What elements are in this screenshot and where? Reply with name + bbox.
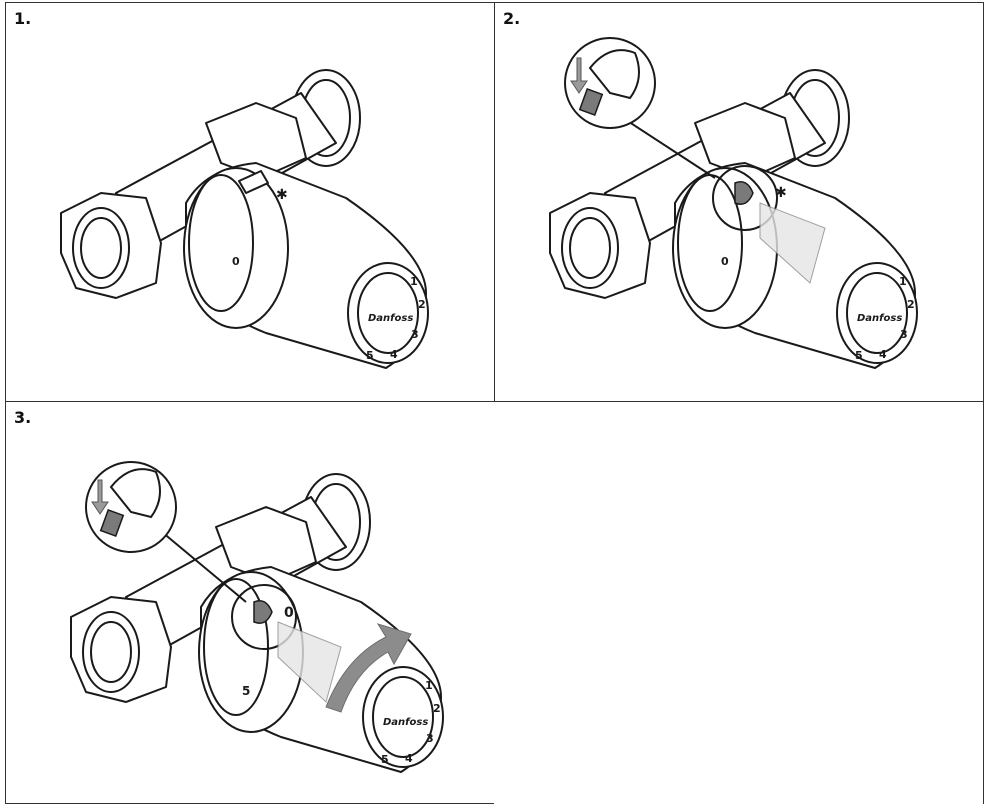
step-3-panel: 3. — [5, 401, 495, 804]
logo-text: Danfoss — [857, 313, 902, 324]
ring-number-1: 1 — [410, 275, 418, 288]
step-2-panel: 2. — [494, 2, 984, 402]
ring-number-3: 3 — [900, 328, 908, 341]
finger-press-icon — [588, 49, 640, 100]
step-1-label: 1. — [14, 9, 32, 28]
lock-button-icon — [238, 170, 269, 194]
dial-zero-text: 0 — [721, 255, 729, 268]
thermostat-valve-illustration-2: 0 ✱ 1 2 3 4 5 Danfoss — [549, 37, 918, 369]
ring-number-1: 1 — [899, 275, 907, 288]
ring-number-5: 5 — [381, 753, 389, 766]
step-2-label: 2. — [503, 9, 521, 28]
ring-number-1: 1 — [425, 679, 433, 692]
ring-number-4: 4 — [390, 348, 398, 361]
zoom-circle — [231, 584, 297, 650]
svg-text:✱: ✱ — [276, 187, 288, 203]
lock-button-icon — [734, 181, 754, 205]
ring-number-4: 4 — [879, 348, 887, 361]
step-1-panel: 1. — [5, 2, 495, 402]
logo-text: Danfoss — [383, 717, 428, 728]
empty-panel — [494, 401, 984, 804]
ring-number-2: 2 — [418, 298, 426, 311]
logo-text: Danfoss — [368, 313, 413, 324]
thermostat-valve-illustration-1: 0 ✱ 1 2 3 4 5 Danfoss — [60, 69, 429, 369]
nut-icon — [694, 102, 796, 179]
dial-zero-text: 0 — [232, 255, 240, 268]
ring-number-3: 3 — [426, 732, 434, 745]
dial-five-text: 5 — [242, 684, 250, 698]
ring-number-3: 3 — [411, 328, 419, 341]
ring-number-5: 5 — [855, 349, 863, 362]
svg-text:0: 0 — [284, 605, 294, 621]
button-closeup-icon — [99, 508, 125, 538]
down-arrow-icon — [570, 57, 588, 94]
ring-number-4: 4 — [405, 752, 413, 765]
instruction-grid: 1. — [5, 2, 984, 804]
button-closeup-icon — [578, 87, 604, 117]
svg-text:✱: ✱ — [775, 185, 787, 201]
nut-icon — [205, 102, 307, 179]
rotate-arrow-icon — [325, 623, 412, 713]
finger-press-icon — [109, 468, 161, 519]
lock-button-icon — [253, 600, 273, 624]
nut-icon — [215, 506, 317, 583]
ring-number-2: 2 — [907, 298, 915, 311]
thermostat-valve-illustration-3: 5 0 1 2 3 4 5 Danfoss — [70, 461, 444, 773]
zoom-circle — [712, 165, 778, 231]
ring-number-2: 2 — [433, 702, 441, 715]
step-3-label: 3. — [14, 408, 32, 427]
down-arrow-icon — [91, 479, 109, 515]
ring-number-5: 5 — [366, 349, 374, 362]
callout-line — [155, 526, 247, 603]
